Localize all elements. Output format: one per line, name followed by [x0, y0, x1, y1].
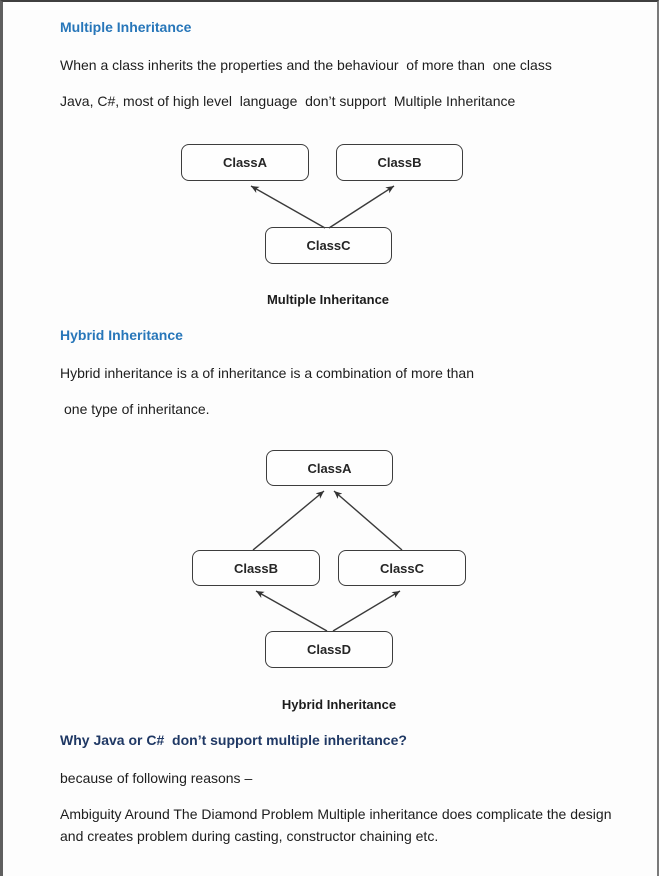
- diagram2-node-classA: ClassA: [266, 450, 393, 486]
- paragraph-hybrid-line2: one type of inheritance.: [64, 401, 210, 417]
- paragraph-multiple-line2: Java, C#, most of high level language do…: [60, 93, 516, 109]
- paragraph-diamond-problem: Ambiguity Around The Diamond Problem Mul…: [60, 806, 616, 844]
- paragraph-why-line1: because of following reasons –: [60, 770, 253, 786]
- heading-why-no-multiple-inheritance: Why Java or C# don’t support multiple in…: [60, 732, 407, 748]
- arrow-classC-to-classA: [250, 185, 326, 229]
- arrow-classC2-to-classA: [333, 490, 403, 551]
- arrow-classD-to-classB: [255, 590, 328, 632]
- paragraph-multiple-line1: When a class inherits the properties and…: [60, 57, 552, 73]
- diagram1-node-classA: ClassA: [181, 144, 309, 181]
- arrow-classC-to-classB: [328, 185, 395, 229]
- arrow-classB-to-classA: [252, 490, 325, 551]
- diagram1-node-classB: ClassB: [336, 144, 463, 181]
- diagram2-node-classC: ClassC: [338, 550, 466, 586]
- diagram2-node-classD: ClassD: [265, 631, 393, 668]
- diagram1-caption: Multiple Inheritance: [266, 292, 390, 307]
- heading-multiple-inheritance: Multiple Inheritance: [60, 19, 192, 35]
- arrow-classD-to-classC: [332, 590, 401, 632]
- heading-hybrid-inheritance: Hybrid Inheritance: [60, 327, 183, 343]
- diagram2-node-classB: ClassB: [192, 550, 320, 586]
- paragraph-hybrid-line1: Hybrid inheritance is a of inheritance i…: [60, 365, 474, 381]
- diagram2-caption: Hybrid Inheritance: [281, 697, 397, 712]
- diagram1-node-classC: ClassC: [265, 227, 392, 264]
